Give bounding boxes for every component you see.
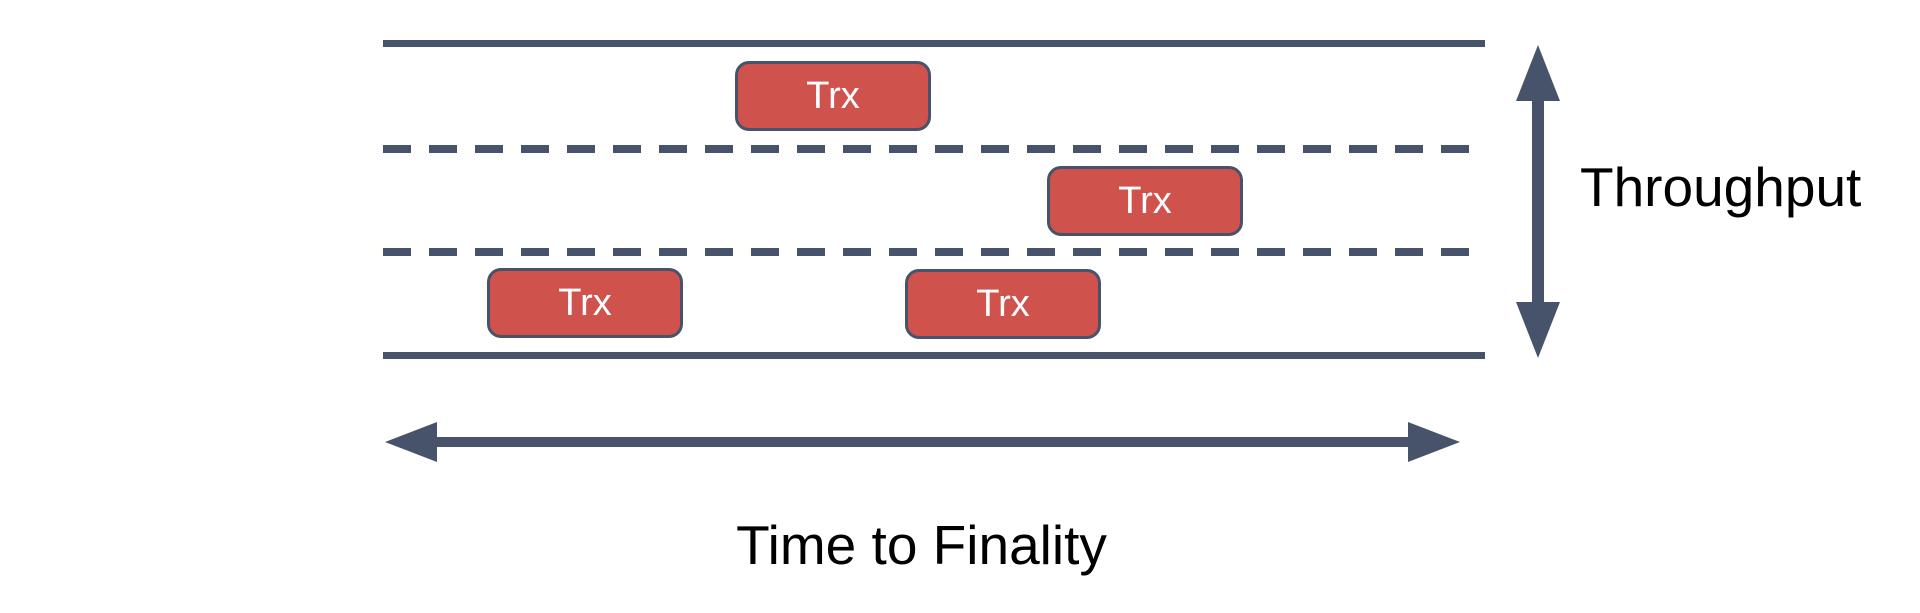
trx-box-label: Trx (1118, 180, 1172, 222)
throughput-axis-label: Throughput (1580, 156, 1862, 218)
trx-box-lane-2: Trx (1047, 166, 1243, 236)
trx-box-label: Trx (806, 75, 860, 117)
road-bottom-edge-line (383, 352, 1485, 359)
trx-box-lane-3-first: Trx (487, 268, 683, 338)
road-top-edge-line (383, 40, 1485, 47)
lane-divider-dashed-line-2 (383, 248, 1485, 256)
double-arrow-vertical-icon (1516, 45, 1560, 358)
trx-box-lane-1: Trx (735, 61, 931, 131)
trx-box-label: Trx (976, 283, 1030, 325)
trx-box-lane-3-second: Trx (905, 269, 1101, 339)
time-to-finality-axis-label: Time to Finality (736, 514, 1107, 576)
trx-box-label: Trx (558, 282, 612, 324)
double-arrow-horizontal-icon (385, 422, 1460, 462)
lane-divider-dashed-line-1 (383, 145, 1485, 153)
